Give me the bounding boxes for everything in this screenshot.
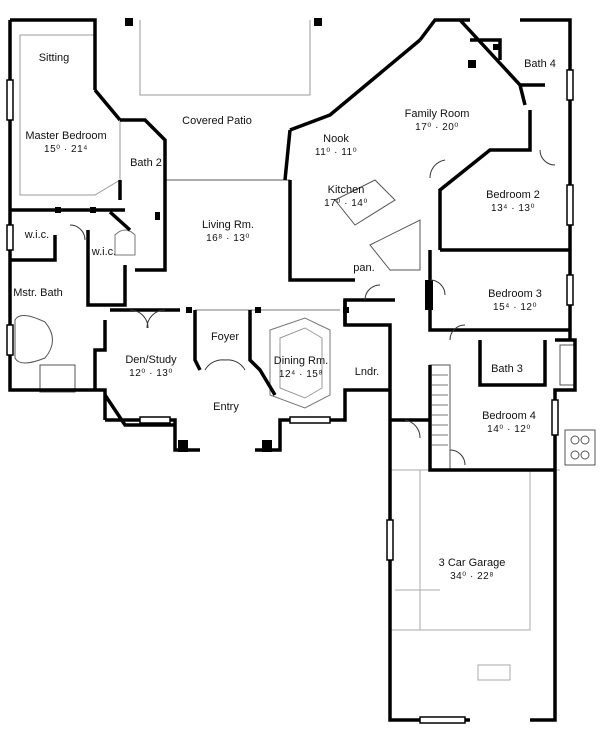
- room-bedroom-3: Bedroom 3 15⁴ · 12⁰: [488, 288, 542, 314]
- room-name: Nook: [323, 133, 349, 145]
- room-name: Bedroom 2: [486, 189, 540, 201]
- room-dimensions: 11⁰ · 11⁰: [314, 147, 358, 158]
- room-name: Foyer: [210, 331, 240, 343]
- room-dimensions: 12⁰ · 13⁰: [129, 368, 173, 379]
- room-name: Kitchen: [327, 184, 365, 196]
- room-covered-patio: Covered Patio: [182, 115, 252, 128]
- room-dimensions: 12⁴ · 15⁸: [278, 369, 324, 380]
- room-wic-left: w.i.c.: [25, 229, 49, 242]
- room-name: Bath 3: [491, 363, 523, 375]
- room-name: Bedroom 3: [488, 288, 542, 300]
- room-name: pan.: [353, 262, 375, 274]
- room-master-bath: Mstr. Bath: [13, 287, 63, 300]
- room-name: Bedroom 4: [482, 410, 536, 422]
- room-name: Den/Study: [125, 354, 177, 366]
- room-name: Entry: [213, 401, 239, 413]
- room-name: Master Bedroom: [25, 130, 107, 142]
- room-dimensions: 17⁰ · 20⁰: [415, 122, 459, 133]
- room-bath-2: Bath 2: [130, 157, 162, 170]
- room-sitting: Sitting: [39, 52, 70, 65]
- room-wic-right: w.i.c.: [92, 246, 116, 259]
- room-name: Family Room: [404, 108, 470, 120]
- room-name: Sitting: [38, 52, 70, 64]
- room-bedroom-4: Bedroom 4 14⁰ · 12⁰: [482, 410, 536, 436]
- room-name: Bath 2: [130, 157, 162, 169]
- room-name: Covered Patio: [182, 115, 252, 127]
- room-name: Mstr. Bath: [13, 287, 63, 299]
- room-den-study: Den/Study 12⁰ · 13⁰: [125, 354, 176, 380]
- room-dimensions: 15⁴ · 12⁰: [493, 302, 537, 313]
- room-bath-4: Bath 4: [524, 58, 556, 71]
- room-family-room: Family Room 17⁰ · 20⁰: [405, 108, 470, 134]
- room-kitchen: Kitchen 17⁰ · 14⁰: [324, 184, 368, 210]
- room-name: Lndr.: [354, 366, 380, 378]
- room-dimensions: 17⁰ · 14⁰: [324, 198, 368, 209]
- room-name: Bath 4: [524, 58, 556, 70]
- room-garage: 3 Car Garage 34⁰ · 22⁸: [439, 557, 506, 583]
- room-nook: Nook 11⁰ · 11⁰: [315, 133, 357, 159]
- room-dimensions: 14⁰ · 12⁰: [487, 424, 531, 435]
- room-laundry: Lndr.: [355, 366, 379, 379]
- room-name: Living Rm.: [202, 219, 254, 231]
- room-dimensions: 13⁴ · 13⁰: [491, 203, 535, 214]
- room-dimensions: 34⁰ · 22⁸: [450, 571, 494, 582]
- room-bath-3: Bath 3: [491, 363, 523, 376]
- room-dining: Dining Rm. 12⁴ · 15⁸: [274, 355, 328, 381]
- room-living: Living Rm. 16⁸ · 13⁰: [202, 219, 254, 245]
- room-bedroom-2: Bedroom 2 13⁴ · 13⁰: [486, 189, 540, 215]
- room-pantry: pan.: [353, 262, 374, 275]
- room-dimensions: 15⁰ · 21⁴: [44, 144, 88, 155]
- room-name: w.i.c.: [24, 229, 50, 241]
- room-name: w.i.c.: [91, 246, 117, 258]
- room-master-bedroom: Master Bedroom 15⁰ · 21⁴: [25, 130, 106, 156]
- room-dimensions: 16⁸ · 13⁰: [206, 233, 250, 244]
- room-foyer: Foyer: [211, 331, 239, 344]
- room-name: 3 Car Garage: [438, 557, 506, 569]
- room-name: Dining Rm.: [273, 355, 329, 367]
- room-entry: Entry: [213, 401, 239, 414]
